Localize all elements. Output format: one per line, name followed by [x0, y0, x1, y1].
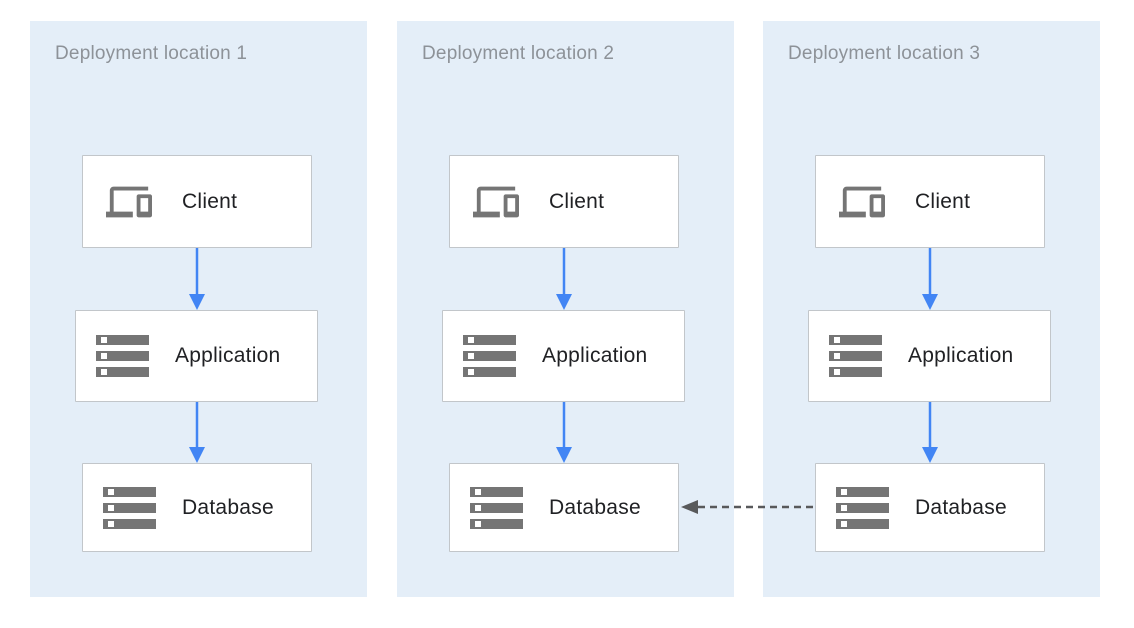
- devices-icon: [450, 179, 549, 225]
- server-stack-icon: [443, 335, 542, 377]
- arrow-application-to-database: [922, 402, 938, 463]
- arrow-client-to-application: [922, 248, 938, 310]
- node-label: Application: [542, 344, 648, 367]
- node-label: Database: [549, 495, 641, 519]
- server-stack-icon: [809, 335, 908, 377]
- arrow-application-to-database: [189, 402, 205, 463]
- client-node: Client: [82, 155, 312, 248]
- server-stack-icon: [450, 486, 549, 529]
- deployment-zone-3: Deployment location 3 Client: [763, 21, 1100, 597]
- application-node: Application: [75, 310, 318, 402]
- arrow-client-to-application: [189, 248, 205, 310]
- devices-icon: [83, 179, 182, 225]
- client-node: Client: [449, 155, 679, 248]
- devices-icon: [816, 179, 915, 225]
- deployment-zone-1: Deployment location 1 Client: [30, 21, 367, 597]
- node-label: Database: [915, 495, 1007, 519]
- zone-title: Deployment location 2: [422, 43, 615, 64]
- arrow-application-to-database: [556, 402, 572, 463]
- server-stack-icon: [83, 486, 182, 529]
- zone-title: Deployment location 3: [788, 43, 981, 64]
- application-node: Application: [808, 310, 1051, 402]
- server-stack-icon: [816, 486, 915, 529]
- node-label: Client: [182, 189, 238, 213]
- application-node: Application: [442, 310, 685, 402]
- database-node: Database: [82, 463, 312, 552]
- node-label: Application: [175, 344, 281, 367]
- server-stack-icon: [76, 335, 175, 377]
- deployment-zone-2: Deployment location 2 Client: [397, 21, 734, 597]
- database-node: Database: [815, 463, 1045, 552]
- database-node: Database: [449, 463, 679, 552]
- node-label: Database: [182, 495, 274, 519]
- node-label: Client: [915, 189, 971, 213]
- arrow-client-to-application: [556, 248, 572, 310]
- zone-title: Deployment location 1: [55, 43, 248, 64]
- database-replication-arrow: [681, 500, 816, 514]
- node-label: Application: [908, 344, 1014, 367]
- node-label: Client: [549, 189, 605, 213]
- client-node: Client: [815, 155, 1045, 248]
